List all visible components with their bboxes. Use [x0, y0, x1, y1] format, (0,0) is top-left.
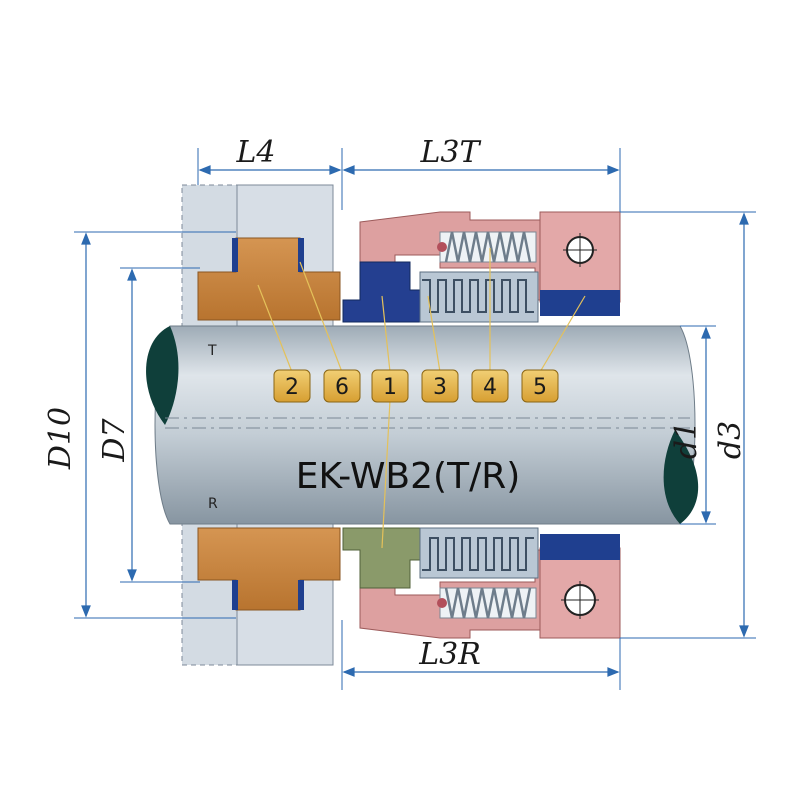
part-badge-1-label: 1 [383, 375, 397, 400]
set-screw-upper [563, 233, 597, 267]
side-label-bottom: R [208, 496, 218, 512]
part-badge-4-label: 4 [483, 375, 497, 400]
dim-label-d7: D7 [97, 418, 132, 463]
dim-label-l4: L4 [235, 135, 275, 170]
stationary-seat-upper [197, 237, 341, 321]
dim-label-l3r: L3R [418, 637, 481, 672]
part-badge-3: 3 [421, 369, 459, 403]
leader-lines [257, 248, 586, 549]
part-badge-6: 6 [323, 369, 361, 403]
part-badge-5: 5 [521, 369, 559, 403]
part-badge-3-label: 3 [433, 375, 447, 400]
metal-bellows-upper [419, 271, 539, 323]
stationary-seat-lower [197, 527, 341, 611]
part-badge-6-label: 6 [335, 375, 349, 400]
metal-bellows-lower [419, 527, 539, 579]
dim-label-l3t: L3T [419, 135, 481, 170]
dim-label-d1: d1 [669, 421, 704, 459]
seal-face-lower [342, 527, 421, 589]
part-badge-2: 2 [273, 369, 311, 403]
dim-label-d10: D10 [43, 407, 78, 470]
side-label-top: T [207, 343, 217, 359]
model-title: EK-WB2(T/R) [296, 456, 521, 497]
spring-lower [437, 587, 537, 619]
part-badge-2-label: 2 [285, 375, 299, 400]
spring-upper [437, 231, 537, 263]
set-screw-lower [561, 581, 599, 619]
dimension-lines [74, 148, 756, 690]
seal-face-upper [342, 261, 421, 323]
part-badge-1: 1 [371, 369, 409, 403]
dim-label-d3: d3 [713, 421, 748, 459]
part-badge-5-label: 5 [533, 375, 547, 400]
part-badge-4: 4 [471, 369, 509, 403]
